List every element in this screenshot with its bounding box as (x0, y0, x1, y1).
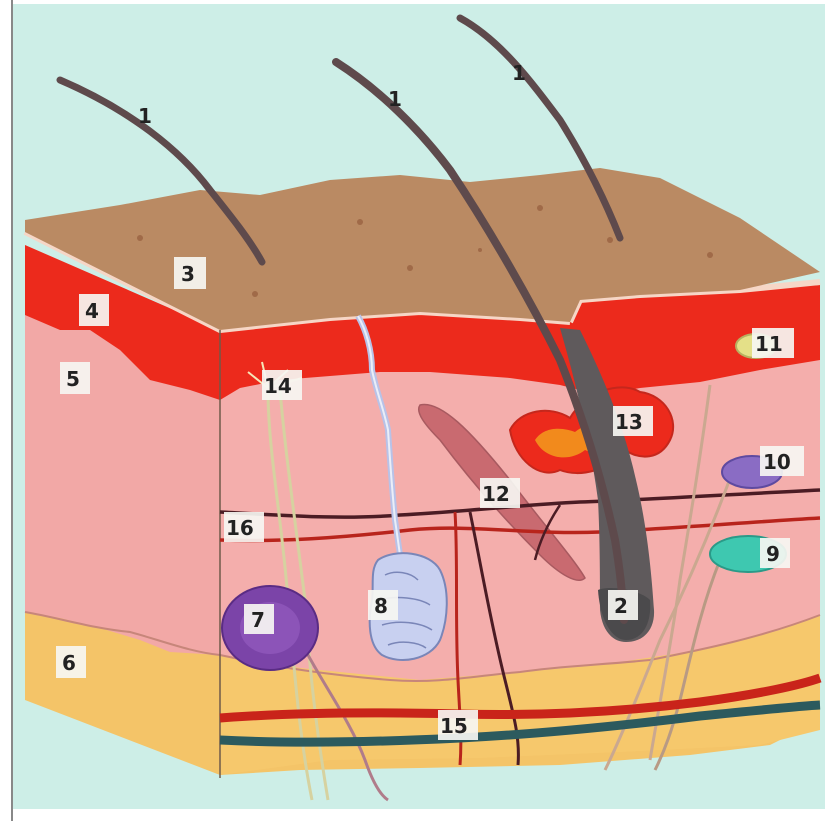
label-8: 8 (374, 594, 388, 618)
label-10: 10 (763, 450, 791, 474)
label-hair-1a: 1 (138, 104, 152, 128)
label-5: 5 (66, 367, 80, 391)
label-11: 11 (755, 332, 783, 356)
label-3: 3 (181, 262, 195, 286)
label-16: 16 (226, 516, 254, 540)
label-6: 6 (62, 651, 76, 675)
label-hair-1b: 1 (388, 87, 402, 111)
label-13: 13 (615, 410, 643, 434)
label-14: 14 (264, 374, 292, 398)
label-7: 7 (251, 608, 265, 632)
label-15: 15 (440, 714, 468, 738)
label-hair-1c: 1 (512, 61, 526, 85)
label-9: 9 (766, 542, 780, 566)
label-4: 4 (85, 299, 99, 323)
label-12: 12 (482, 482, 510, 506)
label-2: 2 (614, 594, 628, 618)
